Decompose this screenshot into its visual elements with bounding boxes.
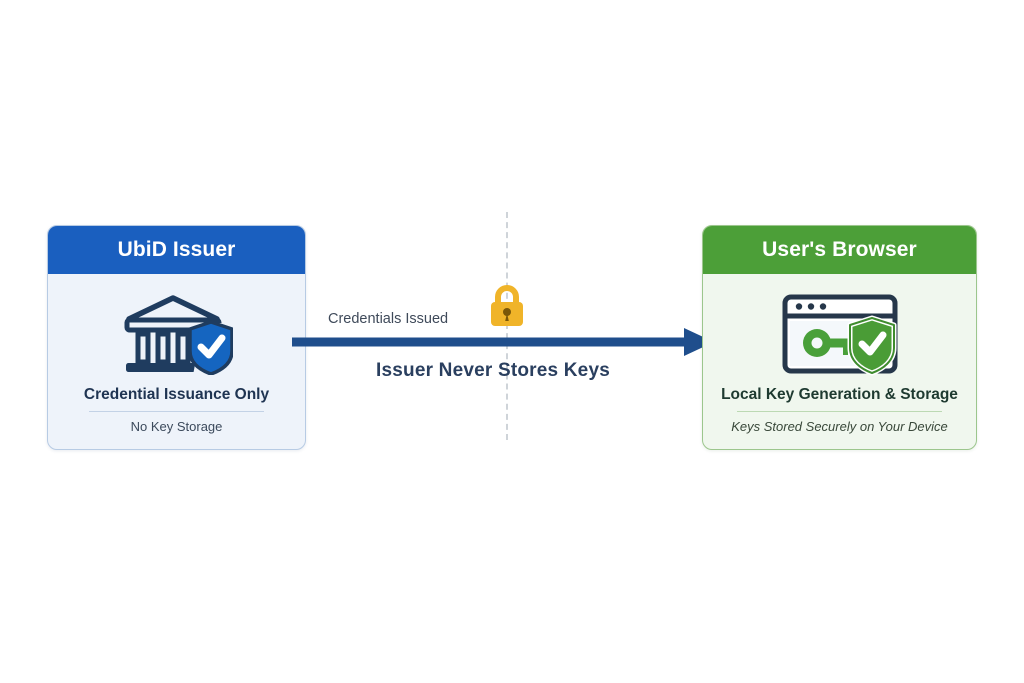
- issuer-card: UbiD Issuer: [47, 225, 306, 450]
- browser-card-subtitle: Keys Stored Securely on Your Device: [731, 419, 948, 434]
- issuer-card-divider: [89, 411, 264, 412]
- padlock-icon: [487, 283, 527, 329]
- arrow-label-issuer-never-stores-keys: Issuer Never Stores Keys: [376, 360, 610, 381]
- issuer-card-subtitle: No Key Storage: [130, 419, 223, 434]
- issuer-card-header-label: UbiD Issuer: [117, 238, 236, 261]
- arrow-label-credentials-issued: Credentials Issued: [328, 311, 449, 327]
- browser-card-divider: [737, 411, 942, 412]
- browser-card-title: Local Key Generation & Storage: [721, 386, 958, 403]
- browser-card-header-label: User's Browser: [762, 238, 917, 261]
- issuer-card-title: Credential Issuance Only: [83, 386, 270, 403]
- browser-key-shield-icon: [781, 288, 899, 380]
- bank-shield-check-icon: [121, 288, 233, 380]
- browser-card: User's Browser: [702, 225, 977, 450]
- credentials-issued-arrow: [292, 326, 716, 358]
- browser-card-body: Local Key Generation & Storage Keys Stor…: [703, 274, 976, 449]
- issuer-card-body: Credential Issuance Only No Key Storage: [48, 274, 305, 449]
- issuer-card-header: UbiD Issuer: [48, 226, 305, 274]
- browser-card-header: User's Browser: [703, 226, 976, 274]
